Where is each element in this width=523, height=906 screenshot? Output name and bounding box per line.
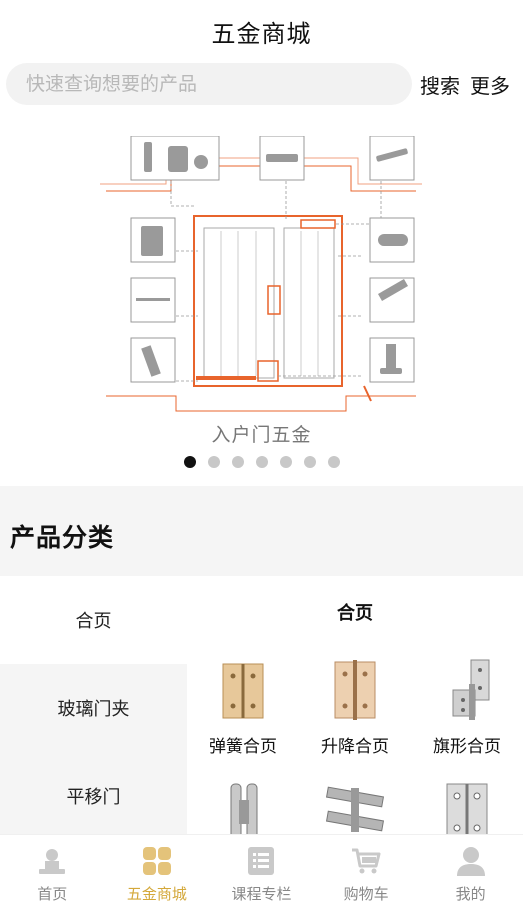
product-name: 升降合页 (321, 737, 389, 757)
product-card[interactable] (411, 770, 523, 892)
tab-label: 首页 (37, 885, 68, 903)
list-icon (248, 847, 275, 875)
carousel-dot[interactable] (280, 456, 292, 468)
product-card[interactable]: 旗形合页 (411, 648, 523, 770)
flag-hinge-image (452, 659, 490, 720)
product-name: 弹簧合页 (209, 737, 277, 757)
user-icon (456, 847, 485, 876)
door-hardware-illustration (100, 136, 422, 412)
product-panel: 合页 弹簧合页 升降合页 (187, 576, 523, 892)
steel-hinge-image (446, 783, 488, 841)
app-header: 五金商城 (0, 0, 523, 62)
tab-label: 我的 (455, 885, 486, 903)
category-item-glass-clamp[interactable]: 玻璃门夹 (0, 664, 187, 752)
tab-label: 课程专栏 (231, 885, 292, 903)
category-item-label: 玻璃门夹 (57, 699, 130, 720)
category-item-hinge[interactable]: 合页 (0, 576, 187, 664)
carousel-dot[interactable] (232, 456, 244, 468)
cart-icon (352, 848, 381, 874)
carousel-dot[interactable] (184, 456, 196, 468)
page-title: 五金商城 (211, 19, 312, 48)
grid-icon (142, 847, 171, 875)
search-input[interactable] (26, 73, 386, 95)
tab-home[interactable]: 首页 (0, 835, 105, 906)
section-background (0, 486, 523, 576)
carousel-dot[interactable] (304, 456, 316, 468)
tab-profile[interactable]: 我的 (418, 835, 523, 906)
bottom-tab-bar: 首页 五金商城 课程专栏 购物车 我的 (0, 834, 523, 906)
product-card[interactable]: 弹簧合页 (187, 648, 299, 770)
carousel-dot[interactable] (328, 456, 340, 468)
carousel-dots (184, 456, 340, 468)
product-card[interactable]: 升降合页 (299, 648, 411, 770)
category-item-sliding-door[interactable]: 平移门 (0, 752, 187, 840)
product-card[interactable] (187, 770, 299, 892)
more-button[interactable]: 更多 (470, 73, 510, 98)
spring-hinge-image (222, 663, 264, 719)
search-box[interactable] (6, 63, 412, 105)
category-item-label: 平移门 (66, 787, 121, 808)
tab-label: 购物车 (343, 885, 389, 903)
home-icon (39, 849, 66, 874)
search-button[interactable]: 搜索 (420, 73, 460, 98)
tab-cart[interactable]: 购物车 (314, 835, 419, 906)
banner-carousel[interactable]: 入户门五金 (0, 126, 523, 468)
product-name: 旗形合页 (433, 737, 501, 757)
category-sidebar: 合页 玻璃门夹 平移门 (0, 576, 187, 840)
banner-caption: 入户门五金 (211, 424, 312, 446)
concealed-hinge-image (230, 783, 258, 841)
product-grid: 弹簧合页 升降合页 旗形合页 (187, 648, 523, 892)
rising-hinge-image (334, 660, 376, 720)
carousel-dot[interactable] (256, 456, 268, 468)
category-item-label: 合页 (75, 611, 112, 632)
carousel-dot[interactable] (208, 456, 220, 468)
product-card[interactable] (299, 770, 411, 892)
tab-hardware-mall[interactable]: 五金商城 (105, 835, 210, 906)
pivot-hinge-image (325, 786, 385, 832)
search-bar: 搜索 更多 (0, 62, 523, 106)
tab-label: 五金商城 (126, 885, 187, 903)
category-title: 产品分类 (10, 523, 115, 552)
product-panel-title: 合页 (337, 603, 373, 624)
tab-courses[interactable]: 课程专栏 (209, 835, 314, 906)
